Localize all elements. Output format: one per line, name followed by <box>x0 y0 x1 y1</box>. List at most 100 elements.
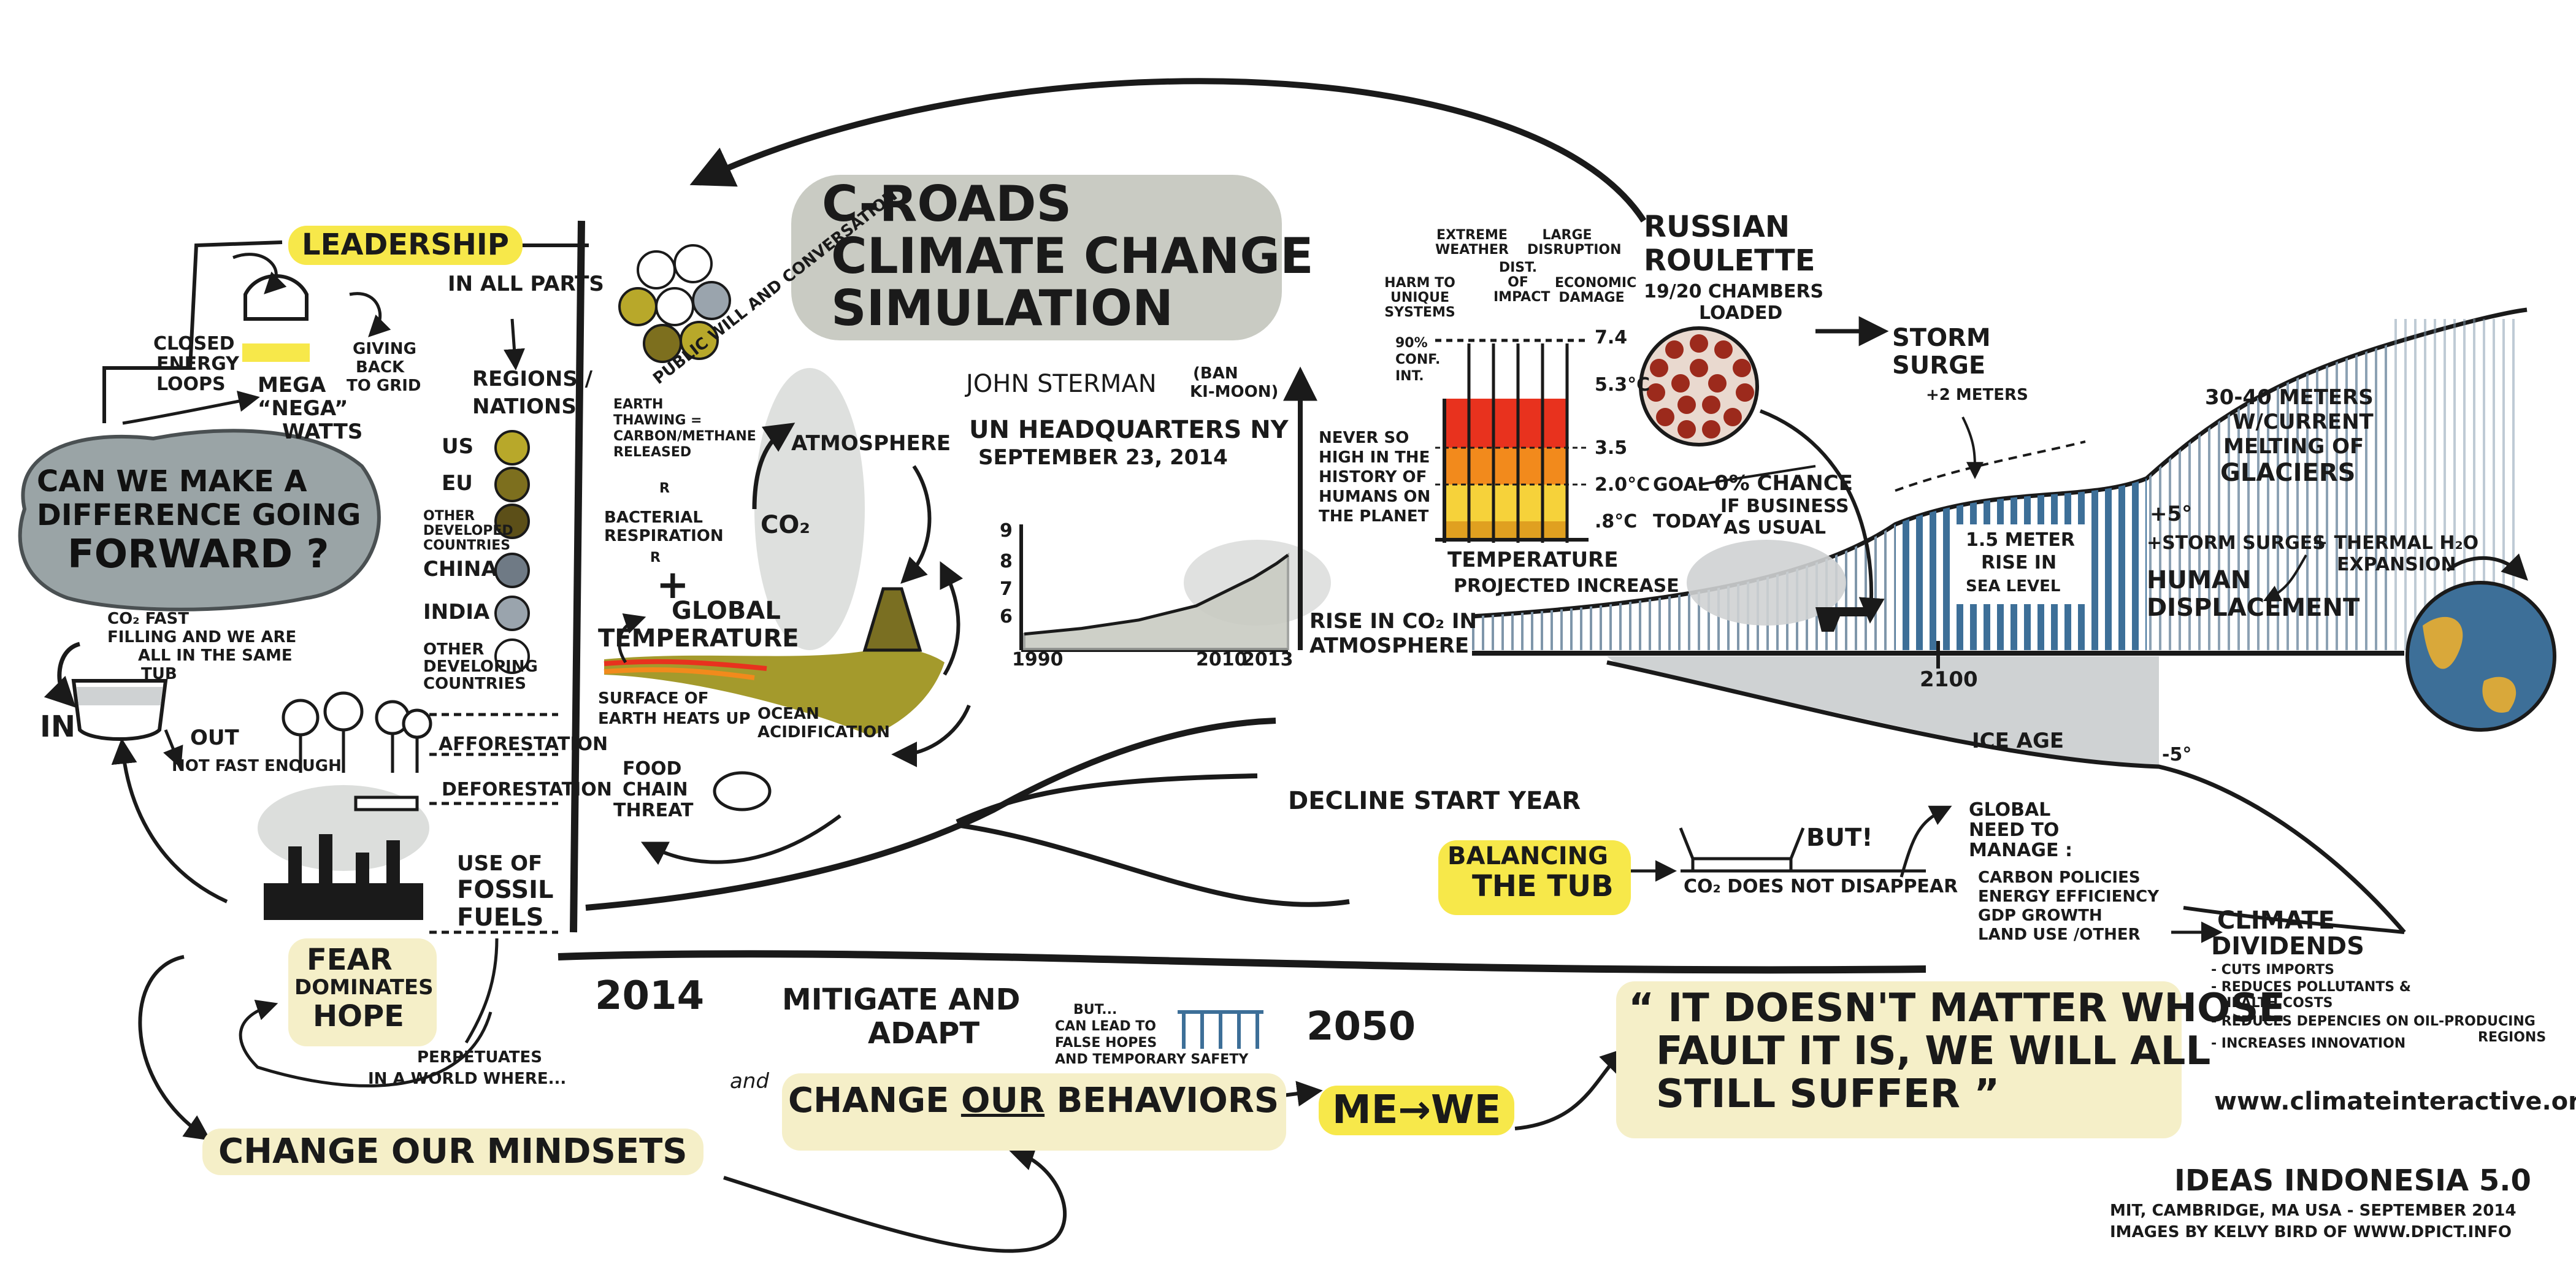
title-line1: C-ROADS <box>822 175 1072 232</box>
trees <box>282 691 432 773</box>
co2-line <box>1024 553 1289 636</box>
but-can-2: CAN LEAD to <box>1055 1019 1156 1034</box>
emission-curve-branch <box>956 773 1258 824</box>
regions-heading-1: REGIONS / <box>472 367 593 391</box>
thawing-4: RELEASED <box>613 445 692 460</box>
deforestation-logs <box>354 795 419 811</box>
in-all-parts: in ALL PARTS <box>448 272 604 296</box>
behaviors-pre: CHANGE <box>788 1081 961 1121</box>
perpetuates-2: in a WORLD WHERE... <box>368 1070 567 1088</box>
rise-co2-1: RISE in CO₂ in <box>1309 609 1478 634</box>
fear-3: HOPE <box>313 999 404 1033</box>
y-tick-6: 6 <box>1000 606 1013 627</box>
thawing-1: EARTH <box>613 397 664 412</box>
fossil-2: FOSSIL <box>457 876 554 904</box>
temp-label-dist: DIST. of IMPACT <box>1493 260 1551 305</box>
conf-2: CONF. <box>1395 352 1441 367</box>
tub-in-arrow <box>44 642 81 708</box>
temp-label-harm: HARM to UNIQUE SYSTEMS <box>1384 275 1455 320</box>
food-3: THREAT <box>613 800 694 821</box>
mindset-loop <box>138 955 211 1141</box>
ice-age-line <box>1606 660 2406 934</box>
food-2: CHAIN <box>623 779 688 800</box>
never-5: the PLANET <box>1319 507 1429 526</box>
thermal-1: + THERMAL H₂O <box>2312 532 2479 554</box>
never-2: HIGH in THE <box>1319 448 1430 467</box>
co2-not-disappear: CO₂ DOES NOT DISAPPEAR <box>1684 876 1958 897</box>
giving-back-3: TO GRID <box>347 377 421 395</box>
factory <box>264 834 423 920</box>
but-label: BUT! <box>1806 824 1873 852</box>
change-mindsets-label: CHANGE OUR MINDSETS <box>202 1129 703 1176</box>
storm-arrow <box>1961 416 1984 480</box>
tub-out-arrow <box>163 729 183 769</box>
behaviors-our: OUR <box>960 1081 1045 1121</box>
tub-note-3: ALL in THE SAME <box>138 646 293 665</box>
storm-surge-1: STORM <box>1892 324 1991 352</box>
dividends-1: CLIMATE <box>2217 907 2335 935</box>
r-marker-1: R <box>659 481 670 496</box>
afforestation-label: AFFORESTATION <box>439 734 608 755</box>
atmosphere-label: ATMOSPHERE <box>791 431 951 456</box>
out-label: OUT <box>190 726 239 750</box>
glaciers-1: 30-40 METERS <box>2205 385 2374 410</box>
today-label: TODAY <box>1653 511 1722 532</box>
goal-arrow <box>1698 465 1816 486</box>
dividend-item-4: - REDUCES DEPENCIES on OIL-PRODUCING <box>2211 1014 2536 1029</box>
behaviors-box <box>782 1073 1286 1151</box>
footer-line3: IMAGES BY KELVY BIRD OF WWW.DPICT.INFO <box>2110 1223 2512 1241</box>
giving-back-1: GIVING <box>353 340 416 358</box>
temp-caption-1: TEMPERATURE <box>1447 548 1619 572</box>
title-line2: CLIMATE CHANGE <box>831 228 1314 285</box>
gun <box>1815 607 1871 632</box>
regions-heading-2: NATIONS <box>472 394 577 419</box>
fear-1: FEAR <box>307 943 393 977</box>
but-can-4: and TEMPORARY SAFETY <box>1055 1052 1249 1067</box>
dividend-item-1: - CUTS IMPORTS <box>2211 962 2335 978</box>
shell <box>713 771 772 811</box>
but-can-1: BUT... <box>1073 1002 1117 1018</box>
regions-arrow <box>504 318 525 370</box>
mega-2: “NEGA” <box>258 396 348 421</box>
human-1: HUMAN <box>2147 566 2252 594</box>
nega-arrow <box>122 390 260 425</box>
fossil-1: USE of <box>457 851 543 876</box>
perpetuates-1: PERPETUATES <box>417 1048 543 1067</box>
globe-arrow <box>2446 553 2528 581</box>
global-need-2: NEED to <box>1969 819 2060 841</box>
rise-3: SEA LEVEL <box>1966 577 2061 596</box>
surface-1: SURFACE of <box>598 689 709 708</box>
globe-land <box>2423 616 2517 713</box>
conf-1: 90% <box>1395 335 1428 351</box>
but-can-3: FALSE HOPES <box>1055 1035 1157 1051</box>
behaviors-post: BEHAVIORS <box>1045 1081 1279 1121</box>
roulette-to-sea-arrow <box>1759 409 1885 624</box>
decline-start: DECLINE START YEAR <box>1288 787 1581 815</box>
question-line1: CAN WE MAKE a <box>37 464 307 499</box>
url-label: www.climateinteractive.org <box>2214 1088 2576 1115</box>
ban-2: KI-MOON) <box>1190 383 1279 401</box>
roulette-sub-2: LOADED <box>1699 302 1783 324</box>
quote-2: FAULT IT IS, WE WILL ALL <box>1656 1029 2211 1074</box>
rise-2: RISE in <box>1981 552 2057 573</box>
quote-1: “ IT DOESN'T MATTER WHOSE <box>1628 986 2286 1031</box>
plus-5: +5° <box>2150 502 2193 526</box>
side-dividers <box>429 713 558 934</box>
mitigate-2: ADAPT <box>868 1016 980 1051</box>
y-tick-9: 9 <box>1000 520 1013 542</box>
glaciers-3: MELTING of <box>2223 434 2364 459</box>
fossil-3: FUELS <box>457 903 544 932</box>
question-cloud <box>18 429 381 611</box>
fear-2: DOMINATES <box>294 975 434 1000</box>
never-1: NEVER SO <box>1319 429 1409 447</box>
surface-2: EARTH HEATS UP <box>598 710 751 728</box>
roulette-cylinder <box>1639 326 1759 447</box>
emission-curve-lower <box>956 822 1350 907</box>
question-line2: DIFFERENCE GOING <box>37 498 361 532</box>
manage-arrow <box>1899 805 1952 878</box>
ocean-arrow <box>891 704 971 767</box>
mega-1: MEGA <box>258 373 326 397</box>
co2-label: CO₂ <box>761 511 810 539</box>
region-dots <box>494 430 530 674</box>
